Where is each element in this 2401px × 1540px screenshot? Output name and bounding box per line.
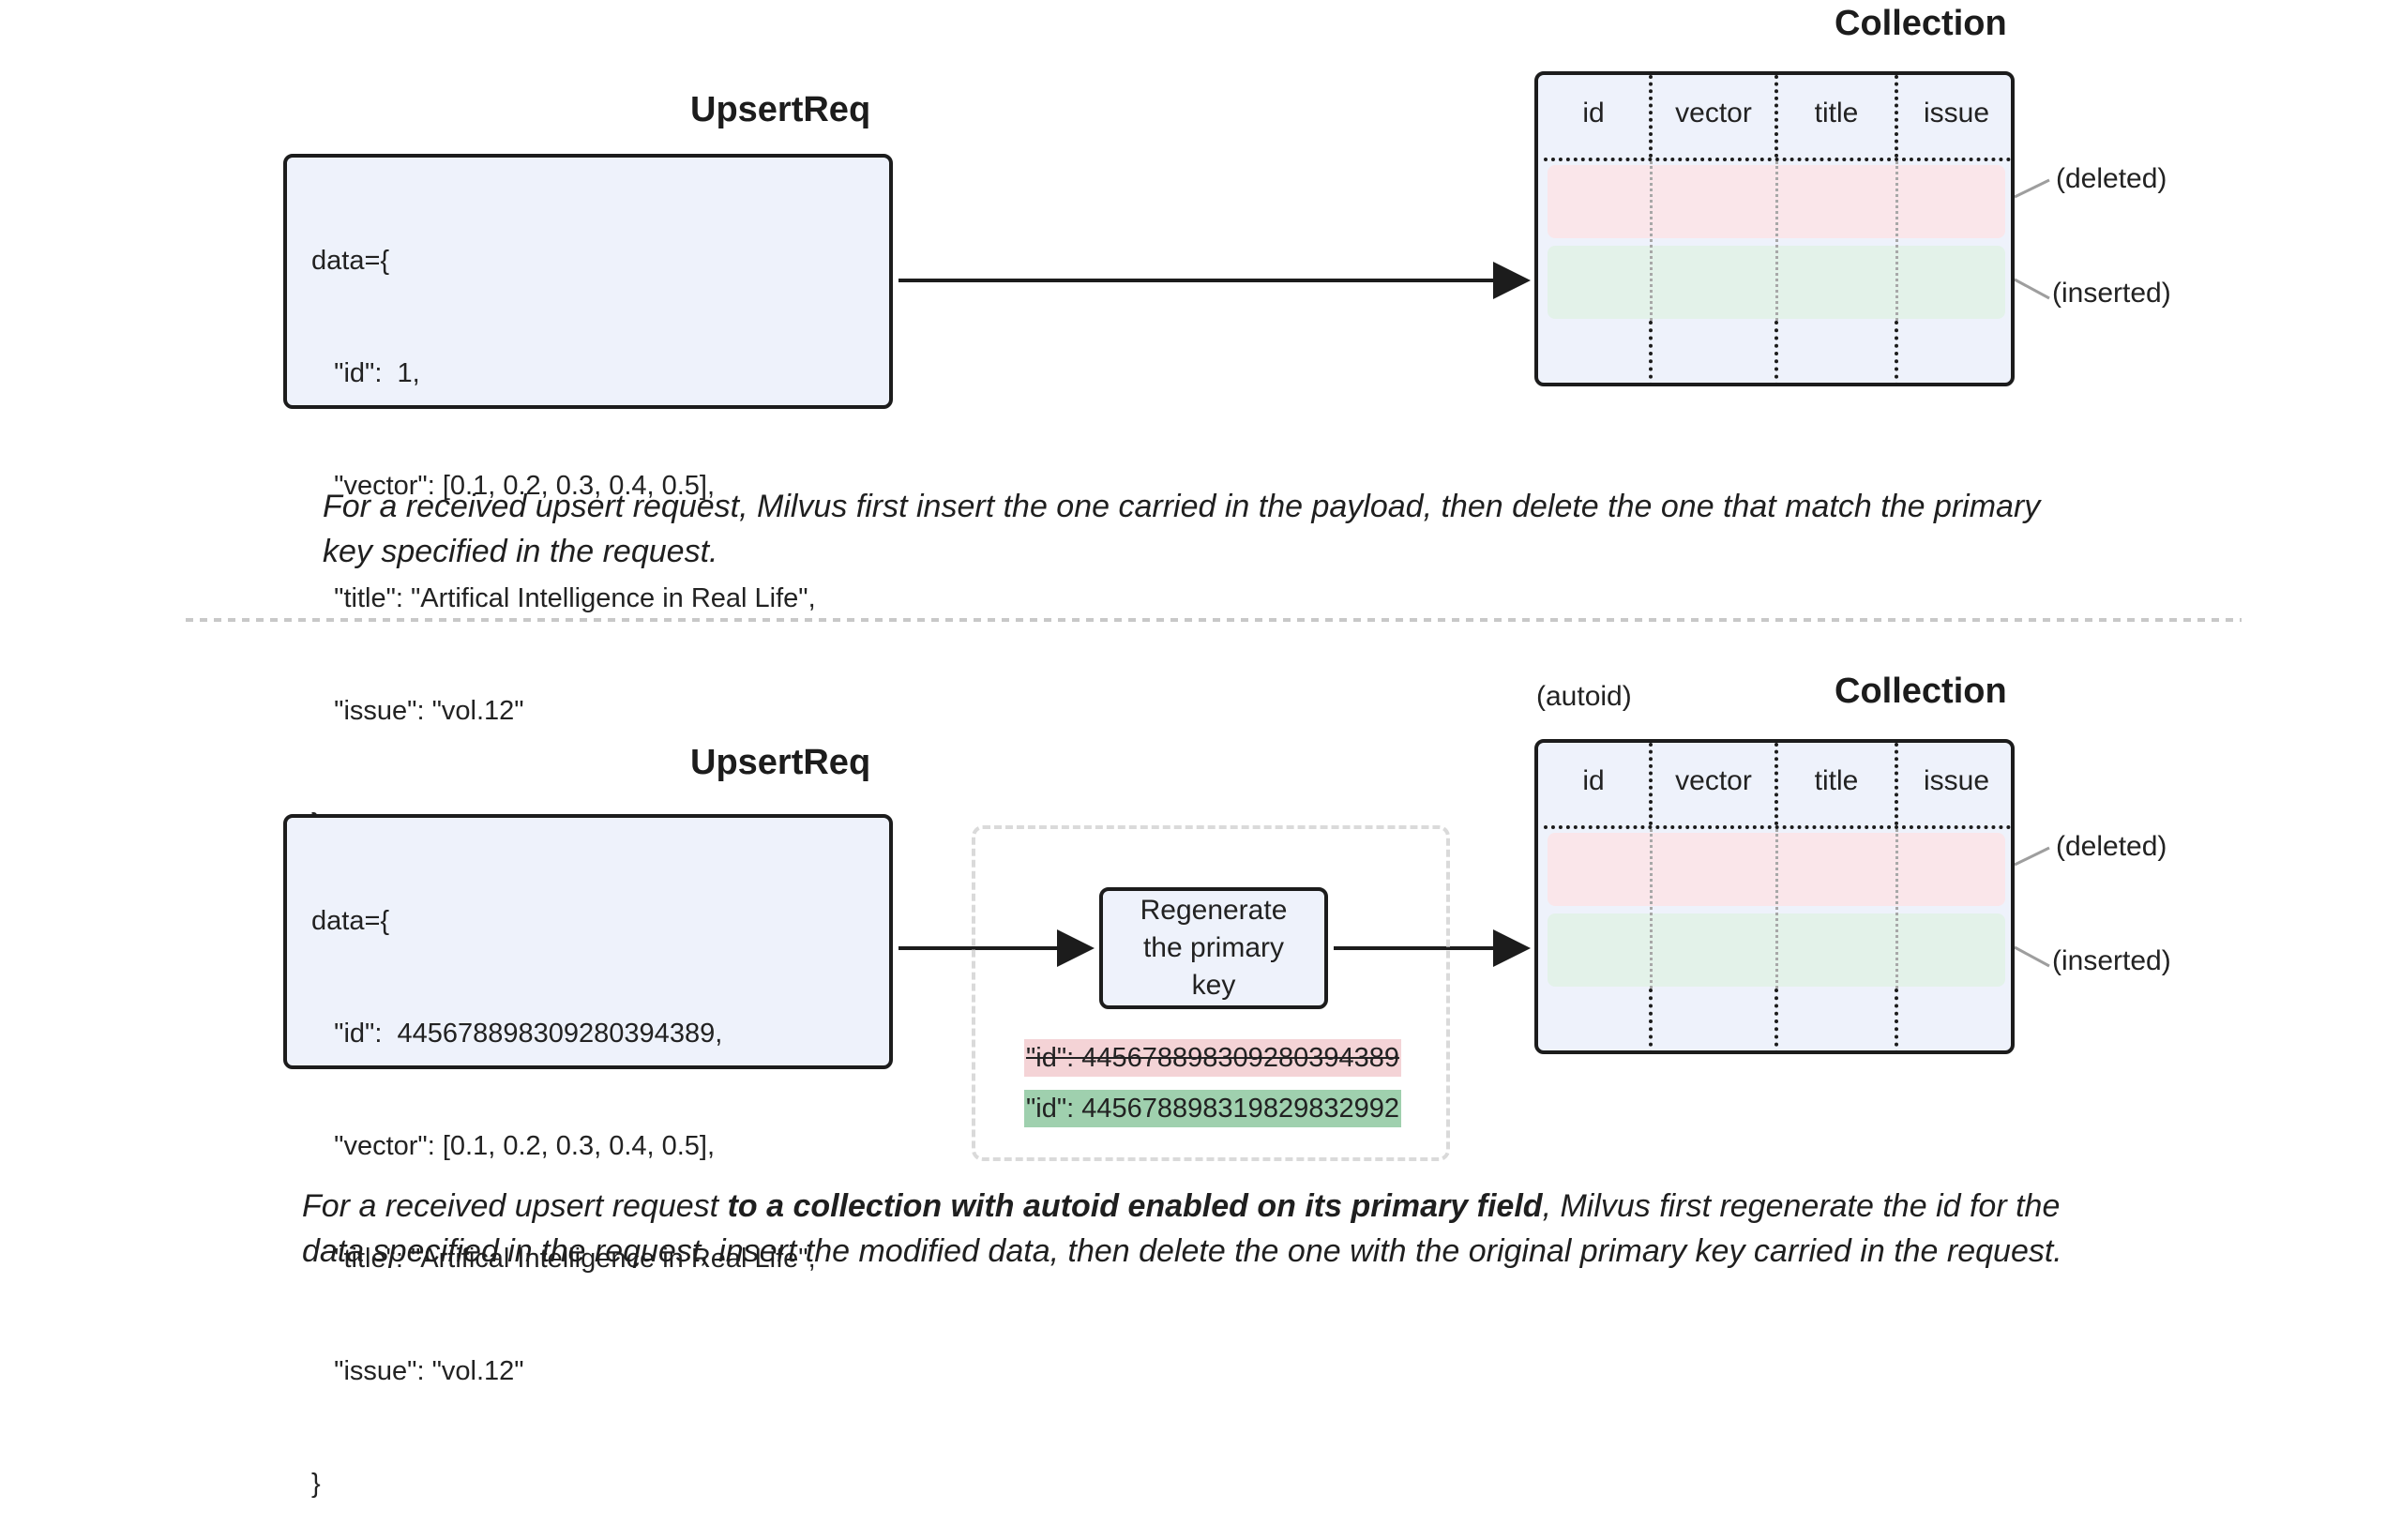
top-collection-table: id vector title issue xyxy=(1534,71,2015,386)
caption-text: For a received upsert request xyxy=(302,1188,728,1224)
column-separator xyxy=(1895,321,1898,383)
top-request-title: UpsertReq xyxy=(690,90,871,129)
column-separator xyxy=(1895,75,1898,158)
new-id-generated: "id": 445678898319829832992 xyxy=(1024,1090,1401,1127)
column-separator xyxy=(1895,161,1898,321)
bottom-request-title: UpsertReq xyxy=(690,743,871,782)
column-header-id: id xyxy=(1582,765,1605,796)
code-line: "issue": "vol.12" xyxy=(311,1356,524,1386)
code-line: "title": "Artifical Intelligence in Real… xyxy=(311,583,816,613)
bottom-collection-table: id vector title issue xyxy=(1534,739,2015,1054)
caption-emphasis: to a collection with autoid enabled on i… xyxy=(727,1188,1543,1224)
code-line: "vector": [0.1, 0.2, 0.3, 0.4, 0.5], xyxy=(311,1131,716,1161)
column-header-title: title xyxy=(1814,765,1859,796)
column-separator xyxy=(1774,989,1778,1050)
column-separator xyxy=(1775,161,1778,321)
top-caption: For a received upsert request, Milvus fi… xyxy=(323,489,2041,569)
top-deleted-leader xyxy=(2014,178,2050,199)
column-header-vector: vector xyxy=(1675,765,1752,796)
diagram-connectors xyxy=(186,178,2242,968)
column-separator xyxy=(1774,743,1778,825)
regenerate-group xyxy=(972,825,1450,1161)
top-request-payload: data={ "id": 1, "vector": [0.1, 0.2, 0.3… xyxy=(283,154,893,838)
column-header-id: id xyxy=(1582,98,1605,128)
column-header-issue: issue xyxy=(1923,98,1990,128)
column-separator xyxy=(1774,321,1778,383)
column-separator xyxy=(1649,75,1653,158)
code-line: "title": "Artifical Intelligence in Real… xyxy=(311,1244,816,1274)
column-separator xyxy=(1775,829,1778,989)
caption-text: , Milvus first regenerate the id for the… xyxy=(302,1188,2062,1269)
code-line: } xyxy=(311,1469,321,1499)
column-separator xyxy=(1774,75,1778,158)
column-header-vector: vector xyxy=(1675,98,1752,128)
bottom-collection-title: Collection xyxy=(1835,672,2007,711)
column-separator xyxy=(1895,989,1898,1050)
code-line: "vector": [0.1, 0.2, 0.3, 0.4, 0.5], xyxy=(311,471,716,501)
bottom-request-payload: data={ "id": 445678898309280394389, "vec… xyxy=(283,814,893,1499)
column-header-title: title xyxy=(1814,98,1859,128)
regenerate-primary-key-box: Regenerate the primary key xyxy=(1099,887,1328,1009)
column-separator xyxy=(1649,743,1653,825)
top-deleted-label: (deleted) xyxy=(2056,163,2167,194)
column-header-issue: issue xyxy=(1923,765,1990,796)
bottom-inserted-leader xyxy=(2014,945,2050,968)
autoid-label: (autoid) xyxy=(1536,681,1632,712)
column-separator xyxy=(1649,321,1653,383)
bottom-deleted-leader xyxy=(2014,846,2050,867)
code-line: "id": 1, xyxy=(311,358,420,388)
column-separator xyxy=(1895,743,1898,825)
bottom-caption: For a received upsert request to a colle… xyxy=(302,1184,2065,1274)
header-separator xyxy=(1544,825,2011,829)
column-separator xyxy=(1650,829,1653,989)
top-inserted-label: (inserted) xyxy=(2052,278,2171,309)
column-separator xyxy=(1649,989,1653,1050)
bottom-deleted-label: (deleted) xyxy=(2056,831,2167,862)
code-line: "issue": "vol.12" xyxy=(311,696,524,726)
column-separator xyxy=(1650,161,1653,321)
column-separator xyxy=(1895,829,1898,989)
code-line: "id": 445678898309280394389, xyxy=(311,1019,723,1049)
header-separator xyxy=(1544,158,2011,161)
bottom-inserted-label: (inserted) xyxy=(2052,945,2171,976)
top-collection-title: Collection xyxy=(1835,4,2007,43)
top-inserted-leader xyxy=(2014,278,2050,300)
old-id-struck: "id": 445678898309280394389 xyxy=(1024,1039,1401,1077)
code-line: data={ xyxy=(311,906,390,936)
regenerate-label: Regenerate the primary key xyxy=(1140,895,1288,1001)
code-line: data={ xyxy=(311,246,390,276)
